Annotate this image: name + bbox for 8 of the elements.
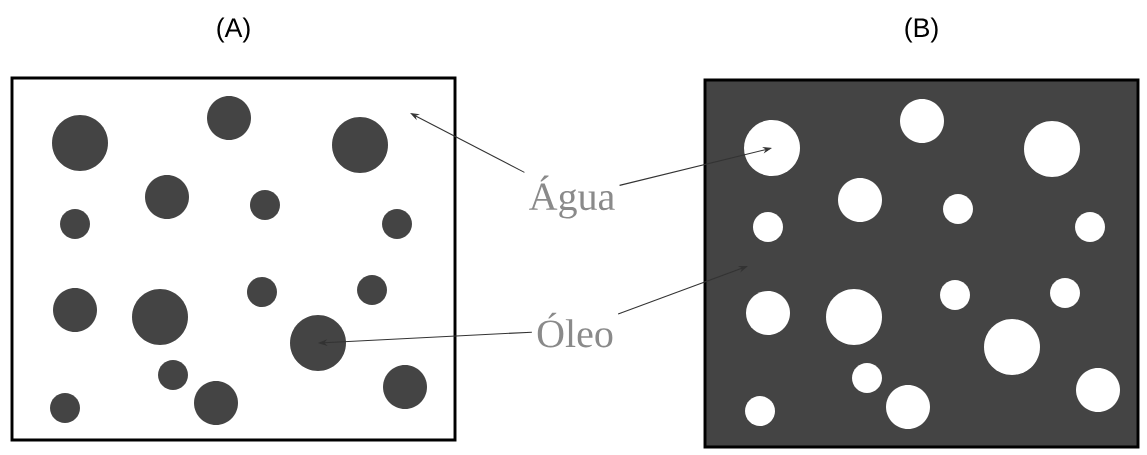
- droplet: [744, 120, 800, 176]
- panel-heading: (B): [905, 17, 938, 43]
- arrow: [410, 113, 525, 173]
- label-text: Óleo: [537, 312, 613, 348]
- arrow: [617, 266, 748, 315]
- label-text: Água: [529, 175, 615, 219]
- droplet: [290, 315, 346, 371]
- panel-heading: (A): [217, 17, 250, 43]
